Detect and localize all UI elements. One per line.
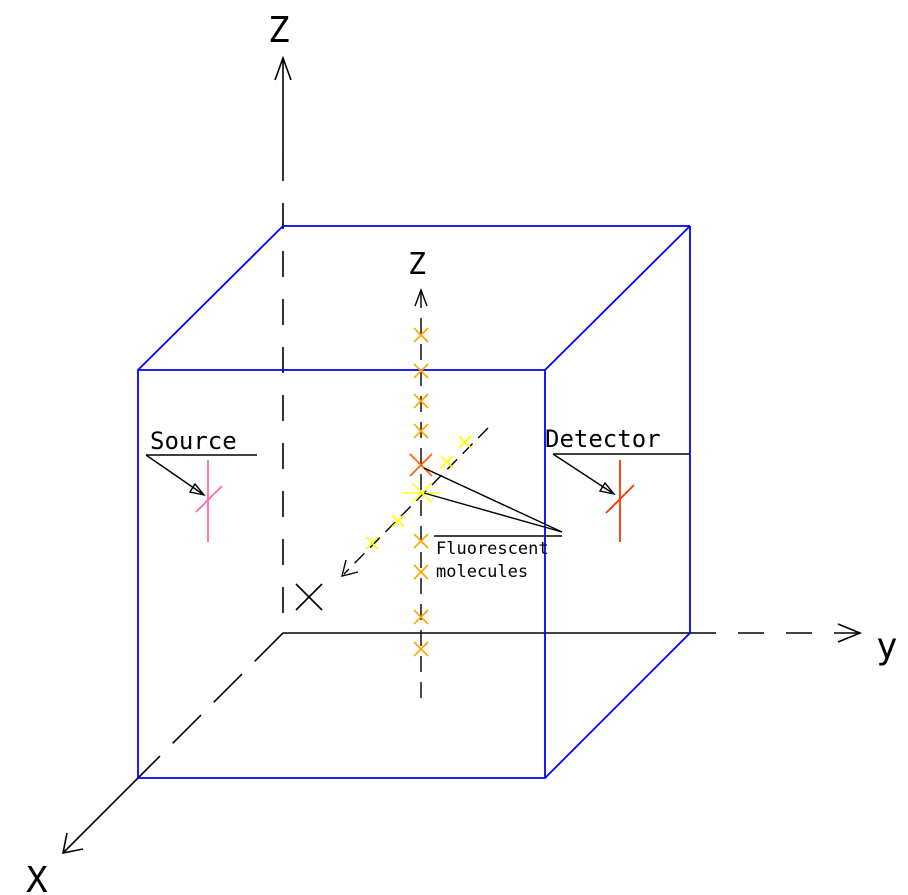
detector-arrowhead xyxy=(598,481,616,496)
outer-y-label: y xyxy=(876,626,898,667)
molecule-marker xyxy=(413,327,429,343)
source-marker xyxy=(195,460,223,542)
molecule-marker xyxy=(458,435,472,449)
outer-x-axis xyxy=(61,632,284,855)
outer-x-arrowhead xyxy=(61,832,84,855)
source-arrowhead xyxy=(188,482,206,497)
cube-edge-bottom-right xyxy=(544,632,691,779)
cuvette-cube xyxy=(137,225,691,779)
molecule-marker xyxy=(391,514,405,528)
outer-z-arrowhead xyxy=(274,55,292,81)
source-leader xyxy=(145,454,257,497)
cube-edge-top-left xyxy=(137,225,284,371)
molecule-marker xyxy=(413,609,429,625)
outer-z-label: Z xyxy=(268,10,290,51)
molecule-marker xyxy=(413,363,429,379)
source-label: Source xyxy=(150,427,237,455)
fluorescent-label-line2: molecules xyxy=(436,562,528,582)
inner-z-axis xyxy=(414,288,428,700)
fluorescent-label-line1: Fluorescent xyxy=(436,539,549,559)
inner-x-axis xyxy=(341,427,489,577)
outer-z-axis xyxy=(274,55,292,632)
fluorescent-callout xyxy=(423,467,563,537)
molecule-marker xyxy=(413,641,429,657)
detector-label: Detector xyxy=(545,425,661,453)
outer-y-arrowhead xyxy=(837,623,863,643)
molecules-yellow-x xyxy=(365,435,472,550)
molecules-orange-z xyxy=(413,327,429,657)
cube-edge-top-right xyxy=(544,225,691,371)
inner-x-label xyxy=(295,583,323,611)
center-molecules xyxy=(402,453,440,504)
molecule-marker xyxy=(413,564,429,580)
molecule-marker xyxy=(413,423,429,439)
molecule-marker xyxy=(365,536,379,550)
detector-leader xyxy=(552,453,690,496)
outer-x-label: X xyxy=(26,860,48,895)
center-molecule-orange xyxy=(409,453,433,477)
inner-x-arrowhead xyxy=(341,559,359,577)
detector-marker xyxy=(605,460,635,542)
outer-y-axis xyxy=(283,623,863,643)
molecule-marker xyxy=(413,533,429,549)
molecule-marker xyxy=(413,393,429,409)
molecule-marker xyxy=(440,455,454,469)
inner-z-label: Z xyxy=(408,247,426,282)
center-molecule-yellow xyxy=(402,482,440,504)
inner-z-arrowhead xyxy=(414,288,428,307)
